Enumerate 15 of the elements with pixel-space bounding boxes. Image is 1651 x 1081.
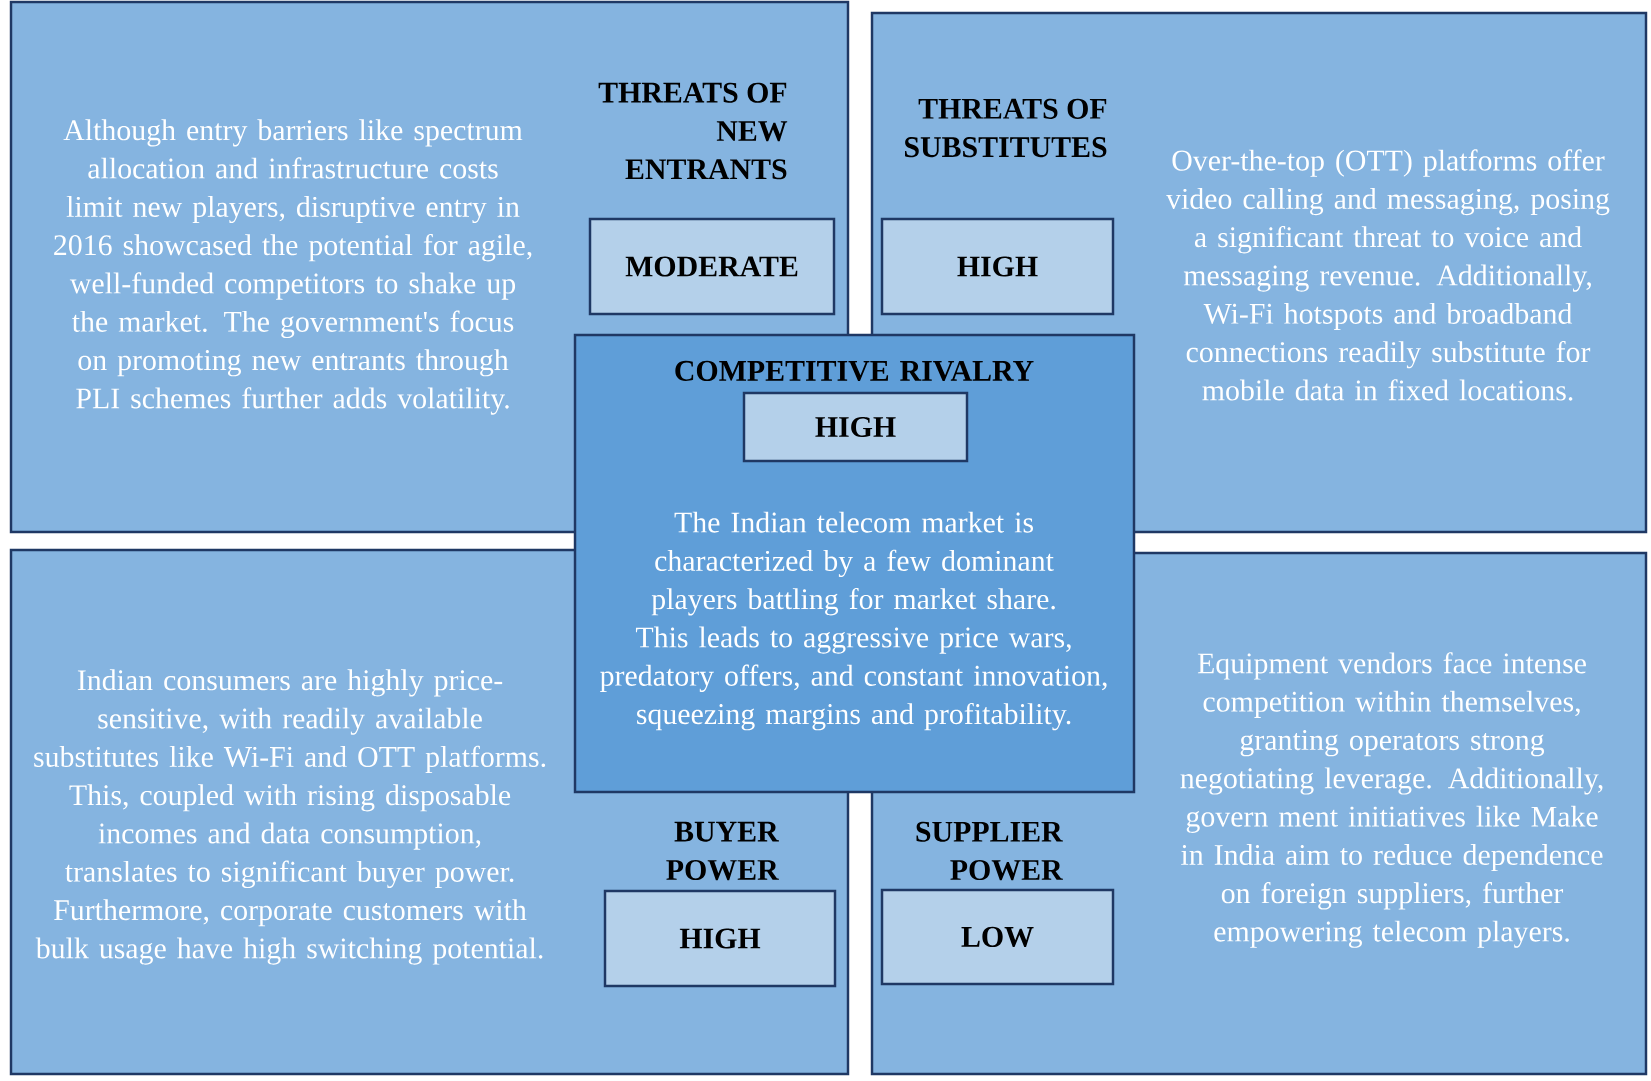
heading-text: SUPPLIER POWER [916, 821, 1063, 881]
heading-text: COMPETITIVE RIVALRY [675, 360, 1034, 382]
heading-text: THREATS OF SUBSTITUTES [905, 98, 1107, 158]
body-text: Indian consumers are highly price-sensitive, with readily available substitutes like Wi-Fi and OTT platforms. This, coupled with rising disposable incomes and data consumption, translates to significant buyer power. Furthermore, corporate customers with bulk usage have high switching potential. [34, 669, 546, 965]
body-text: The Indian telecom market is characterized by a few dominant players battling for market share. This leads to aggressive price wars, predatory offers, and constant innovation, squeezing margins and profitability. [600, 511, 1107, 731]
rating-box: MODERATE [588, 217, 836, 316]
rating-box: HIGH [603, 889, 837, 988]
body-text: Over-the-top (OTT) platforms offer video calling and messaging, posing a significant threat to voice and messaging revenue. Additionally, Wi-Fi hotspots and broadband connections readily substitute for mobile data in fixed locations. [1166, 149, 1610, 401]
body-text: Although entry barriers like spectrum allocation and infrastructure costs limit new players, disruptive entry in 2016 showcased the potential for agile, well-funded competitors to shake up the market. The government's focus on promoting new entrants through PLI schemes further adds volatility. [54, 119, 532, 415]
rating-box: LOW [880, 888, 1115, 986]
rating-box: HIGH [880, 217, 1115, 316]
body-text: Equipment vendors face intense competition within themselves, granting operators strong negotiating leverage. Additionally, govern ment initiatives like Make in India aim to reduce dependence on foreign suppliers, further empowering telecom players. [1180, 652, 1603, 948]
heading-text: BUYER POWER [666, 821, 779, 881]
heading-text: THREATS OF NEW ENTRANTS [598, 82, 788, 180]
rating-box: HIGH [742, 391, 969, 463]
